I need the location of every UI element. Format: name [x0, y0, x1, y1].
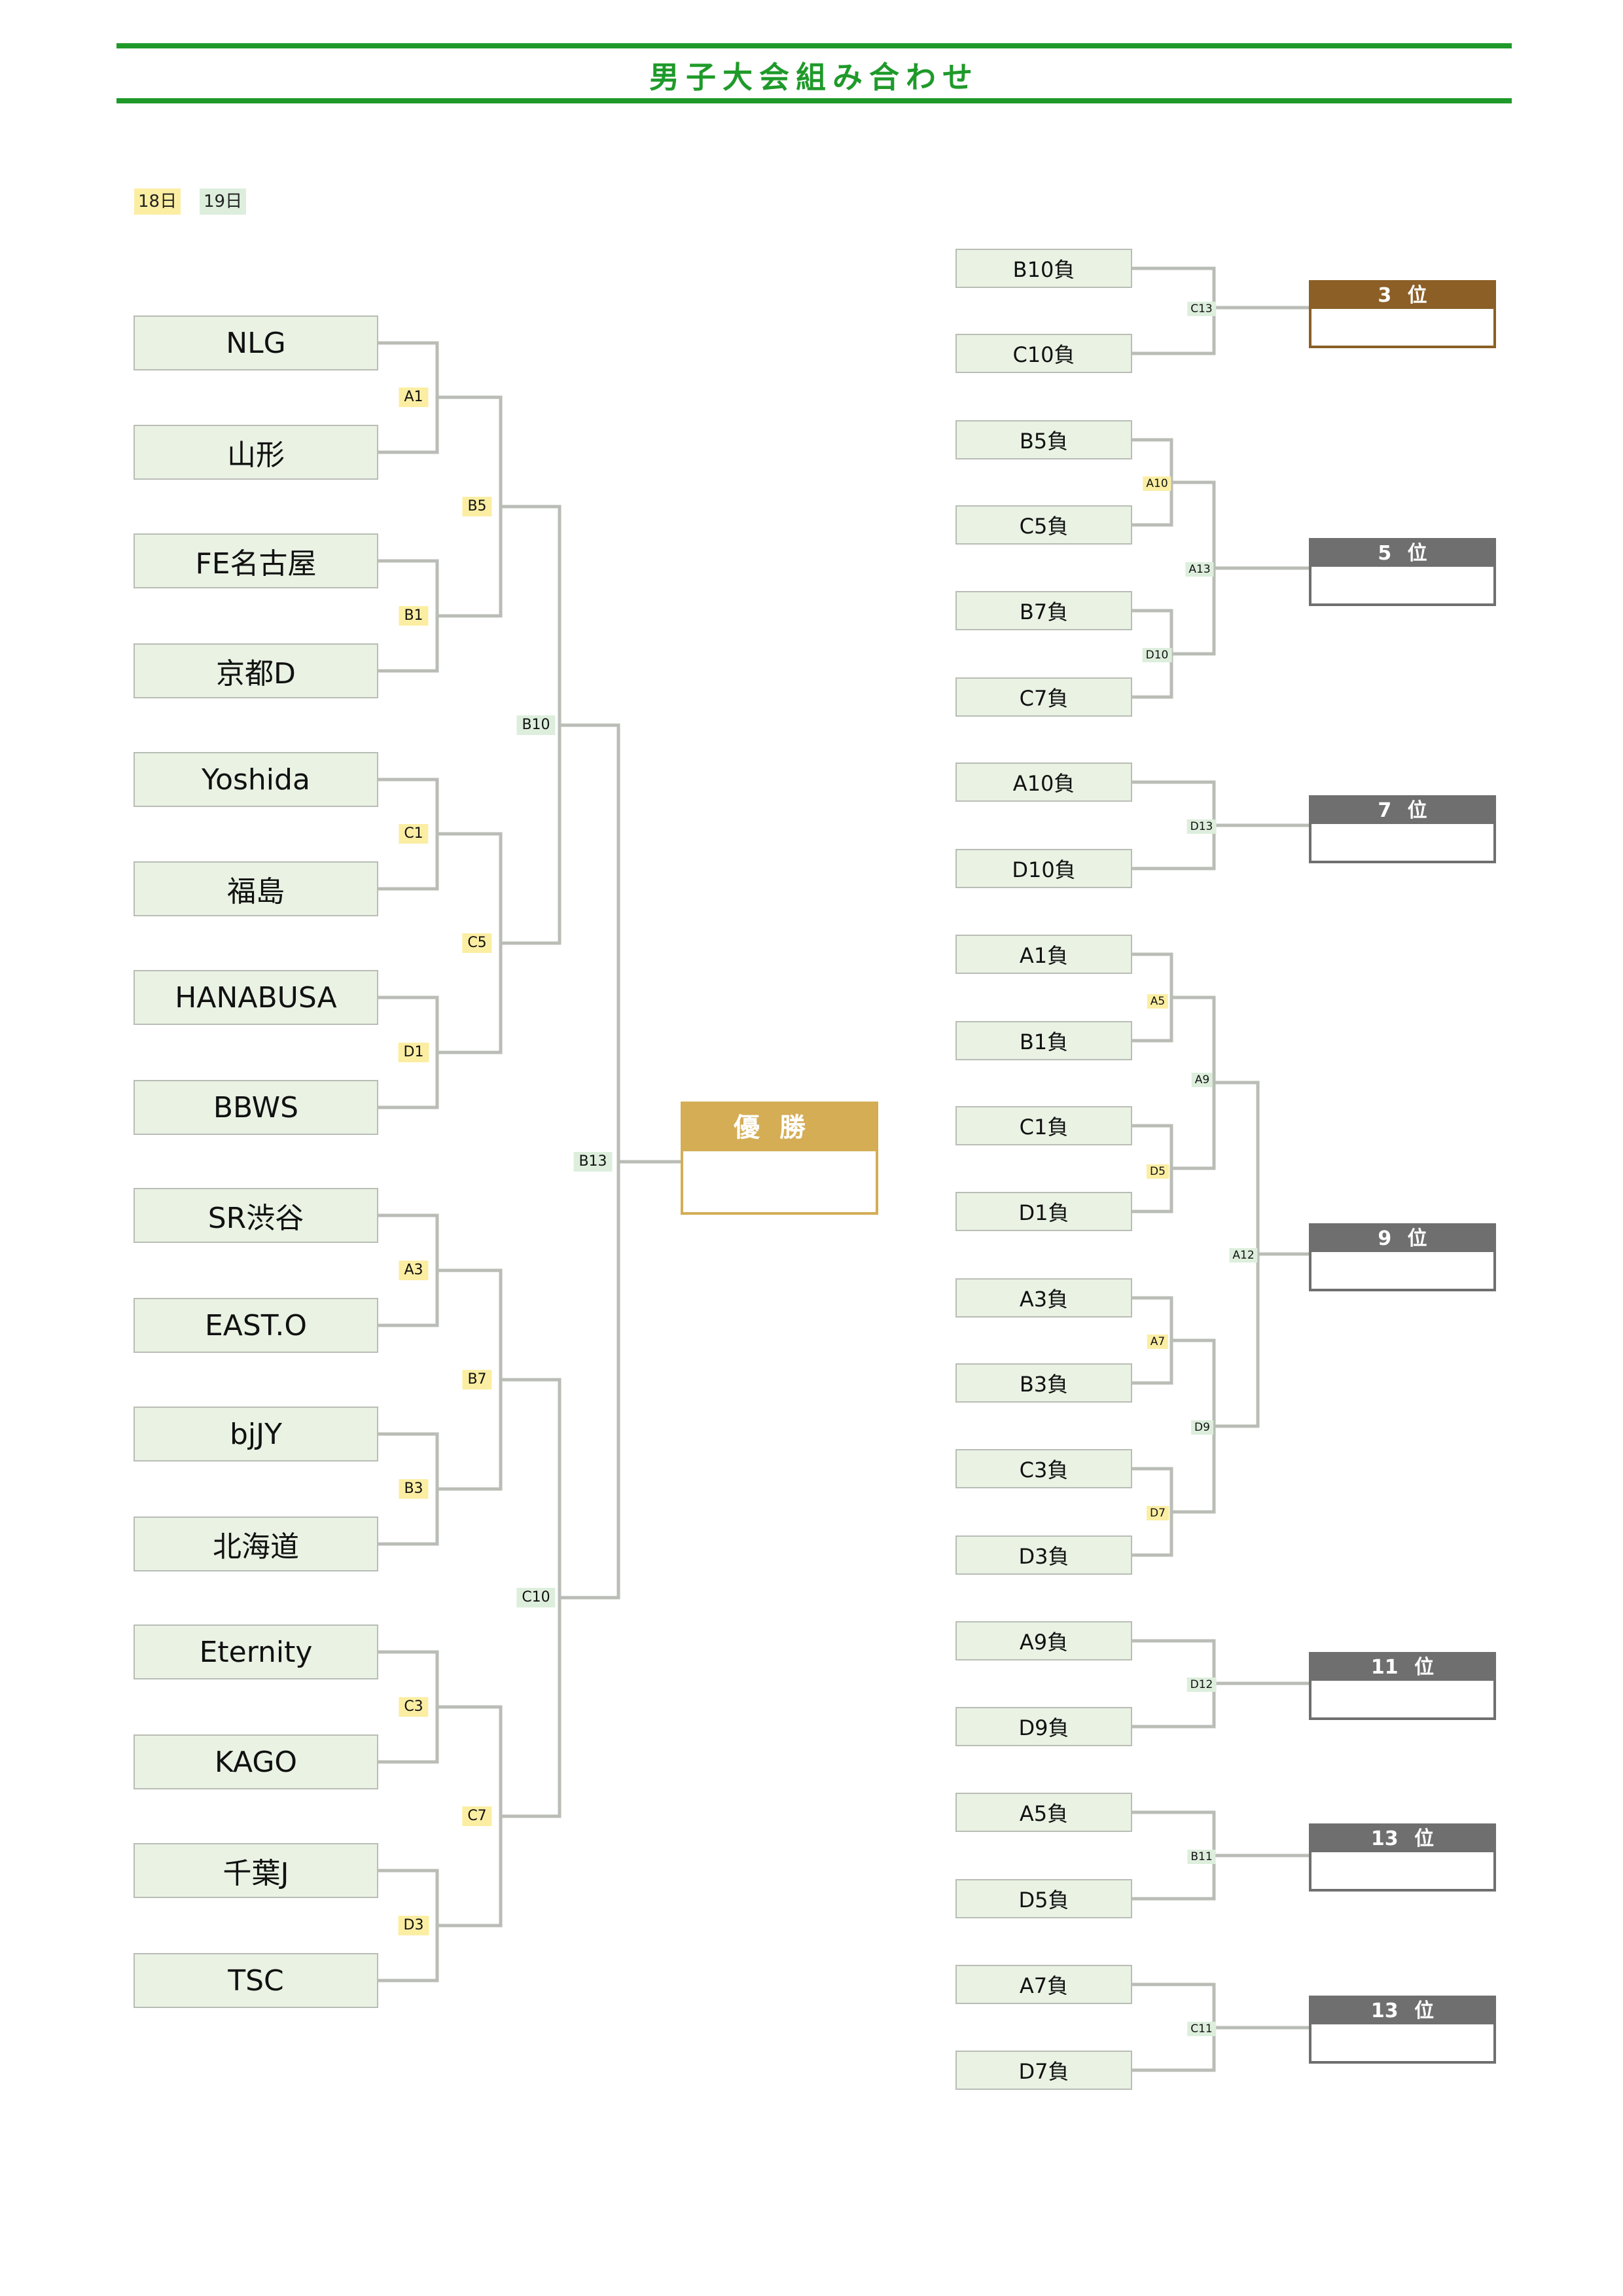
match-label-a1: A1 [399, 387, 429, 407]
match-label-a10: A10 [1143, 476, 1171, 491]
match-label-a12: A12 [1229, 1248, 1258, 1263]
match-label-d10: D10 [1142, 648, 1172, 662]
champion-label: 優勝 [683, 1104, 876, 1151]
team-slot: KAGO [134, 1734, 378, 1789]
loser-slot: D10負 [955, 849, 1132, 888]
place-13th-box: 13 位 [1309, 1996, 1496, 2064]
loser-slot: C1負 [955, 1106, 1132, 1145]
team-slot: 福島 [134, 861, 378, 916]
match-label-d7: D7 [1147, 1506, 1169, 1520]
top-rule [116, 43, 1512, 48]
place-13th-box: 13 位 [1309, 1823, 1496, 1892]
match-label-a5: A5 [1147, 994, 1169, 1009]
champion-box: 優勝 [681, 1102, 878, 1215]
match-label-a9: A9 [1191, 1073, 1213, 1087]
place-9th-label: 9 位 [1311, 1226, 1493, 1252]
team-slot: NLG [134, 315, 378, 370]
loser-slot: C7負 [955, 677, 1132, 717]
match-label-b7: B7 [462, 1370, 492, 1390]
place-13th-label: 13 位 [1311, 1826, 1493, 1852]
loser-slot: B5負 [955, 420, 1132, 459]
match-label-b13: B13 [573, 1152, 613, 1172]
match-label-c11: C11 [1187, 2022, 1216, 2036]
team-slot: 北海道 [134, 1516, 378, 1571]
team-slot: EAST.O [134, 1298, 378, 1353]
legend-day18: 18日 [134, 188, 181, 215]
team-slot: 千葉J [134, 1843, 378, 1898]
team-slot: BBWS [134, 1080, 378, 1135]
loser-slot: D5負 [955, 1879, 1132, 1918]
place-7th-label: 7 位 [1311, 798, 1493, 824]
match-label-c3: C3 [399, 1697, 429, 1717]
team-slot: TSC [134, 1953, 378, 2008]
match-label-b1: B1 [399, 606, 429, 626]
match-label-c7: C7 [462, 1806, 492, 1826]
loser-slot: D7負 [955, 2051, 1132, 2090]
page-title: 男子大会組み合わせ [649, 60, 979, 95]
place-9th-box: 9 位 [1309, 1223, 1496, 1291]
match-label-c5: C5 [462, 933, 492, 953]
legend-day19: 19日 [200, 188, 247, 215]
place-13th-label: 13 位 [1311, 1998, 1493, 2024]
place-3rd-label: 3 位 [1311, 283, 1493, 309]
team-slot: SR渋谷 [134, 1188, 378, 1243]
team-slot: FE名古屋 [134, 533, 378, 588]
match-label-b11: B11 [1187, 1850, 1216, 1864]
loser-slot: A9負 [955, 1621, 1132, 1660]
team-slot: Yoshida [134, 752, 378, 807]
match-label-b10: B10 [516, 715, 556, 735]
match-label-d12: D12 [1186, 1677, 1217, 1692]
loser-slot: A1負 [955, 935, 1132, 974]
match-label-d1: D1 [398, 1043, 429, 1062]
place-11th-label: 11 位 [1311, 1655, 1493, 1681]
match-label-d3: D3 [398, 1916, 429, 1935]
match-label-d9: D9 [1191, 1420, 1213, 1435]
loser-slot: C3負 [955, 1449, 1132, 1488]
loser-slot: D1負 [955, 1192, 1132, 1231]
team-slot: Eternity [134, 1624, 378, 1679]
loser-slot: C5負 [955, 505, 1132, 545]
place-5th-box: 5 位 [1309, 538, 1496, 606]
place-5th-label: 5 位 [1311, 541, 1493, 567]
place-11th-box: 11 位 [1309, 1652, 1496, 1720]
loser-slot: A3負 [955, 1278, 1132, 1318]
match-label-b5: B5 [462, 497, 492, 516]
team-slot: 山形 [134, 425, 378, 480]
loser-slot: B3負 [955, 1363, 1132, 1403]
loser-slot: B10負 [955, 249, 1132, 288]
loser-slot: A7負 [955, 1965, 1132, 2004]
match-label-c13: C13 [1187, 302, 1216, 316]
loser-slot: D9負 [955, 1707, 1132, 1746]
match-label-d13: D13 [1186, 819, 1217, 834]
loser-slot: B7負 [955, 591, 1132, 630]
bottom-rule [116, 98, 1512, 103]
match-label-a3: A3 [399, 1261, 429, 1280]
match-label-a7: A7 [1147, 1335, 1169, 1349]
team-slot: HANABUSA [134, 970, 378, 1025]
team-slot: bjJY [134, 1407, 378, 1462]
loser-slot: B1負 [955, 1021, 1132, 1060]
team-slot: 京都D [134, 643, 378, 698]
match-label-a13: A13 [1185, 562, 1214, 577]
match-label-c10: C10 [516, 1588, 556, 1607]
loser-slot: C10負 [955, 334, 1132, 373]
match-label-c1: C1 [399, 824, 429, 844]
place-3rd-box: 3 位 [1309, 280, 1496, 348]
match-label-d5: D5 [1147, 1164, 1169, 1179]
loser-slot: A10負 [955, 762, 1132, 802]
loser-slot: A5負 [955, 1793, 1132, 1832]
loser-slot: D3負 [955, 1535, 1132, 1575]
match-label-b3: B3 [399, 1479, 429, 1499]
place-7th-box: 7 位 [1309, 795, 1496, 863]
